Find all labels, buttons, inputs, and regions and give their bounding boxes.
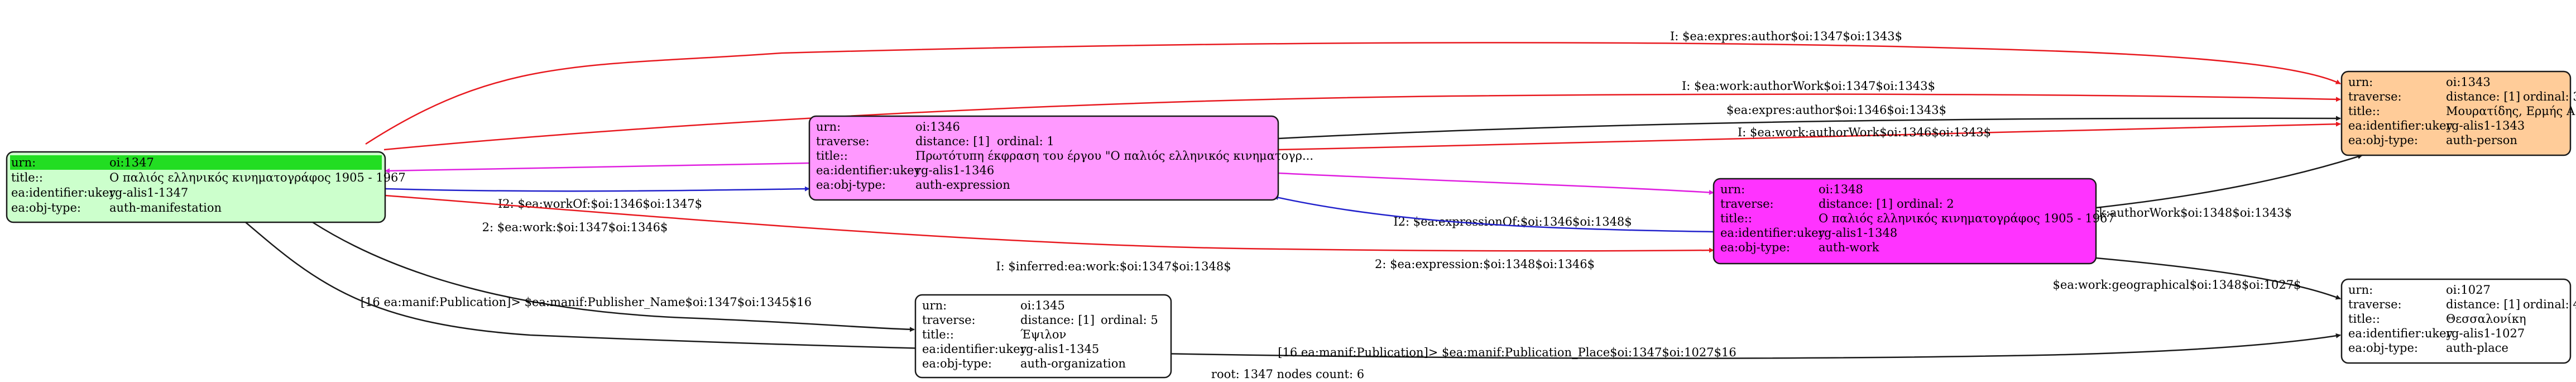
node-row-value: rg-alis1-1345 <box>1020 342 1099 356</box>
edge-label: I: $ea:expres:author$oi:1347$oi:1343$ <box>1670 30 1902 43</box>
node-row-value: distance: [1] <box>2446 298 2520 311</box>
edge-work-authorwork-1348-1343[interactable] <box>2095 154 2363 209</box>
node-row-key: ea:obj-type: <box>922 357 992 370</box>
node-row-value: oi:1347 <box>109 156 154 169</box>
edge-expres-author-1346-1343[interactable] <box>1278 116 2341 140</box>
node-oi-1346[interactable]: urn: oi:1346 traverse: distance: [1] ord… <box>808 115 1313 201</box>
node-row-key: title:: <box>1720 212 1752 225</box>
node-row-value: Έψιλον <box>1020 328 1066 341</box>
node-oi-1347[interactable]: urn: oi:1347 title:: Ο παλιός ελληνικός … <box>6 151 406 223</box>
edge-label: [16 ea:manif:Publication]> $ea:manif:Pub… <box>361 295 812 309</box>
node-row-key: title:: <box>816 149 848 163</box>
edge-label: $ea:work:geographical$oi:1348$oi:1027$ <box>2053 278 2301 292</box>
node-oi-1343[interactable]: urn: oi:1343 traverse: distance: [1] ord… <box>2340 70 2576 156</box>
node-row-key: urn: <box>2348 75 2373 89</box>
node-row-extra: ordinal: 4 <box>2523 298 2576 311</box>
edge-expressionof-1346-1348[interactable] <box>1278 172 1714 195</box>
node-row-value: distance: [1] <box>1819 197 1893 211</box>
node-row-value: Θεσσαλονίκη <box>2446 312 2526 326</box>
node-row-value: oi:1027 <box>2446 283 2491 297</box>
node-row-extra: ordinal: 5 <box>1101 313 1158 327</box>
edge-work-geographical-1348-1027[interactable] <box>2095 257 2341 300</box>
node-row-value: oi:1345 <box>1020 299 1065 312</box>
edge-label: I2: $ea:workOf:$oi:1346$oi:1347$ <box>498 197 702 211</box>
edge-label: I: $ea:work:authorWork$oi:1347$oi:1343$ <box>1682 79 1935 93</box>
graph-footer: root: 1347 nodes count: 6 <box>1211 367 1364 381</box>
node-row-key: ea:identifier:ukey <box>922 342 1027 356</box>
node-row-value: oi:1343 <box>2446 75 2491 89</box>
node-row-value: auth-place <box>2446 341 2508 355</box>
node-row-key: title:: <box>922 328 954 341</box>
node-row-value: rg-alis1-1343 <box>2446 119 2525 132</box>
node-row-key: title:: <box>2348 104 2380 118</box>
node-row-key: urn: <box>2348 283 2373 297</box>
node-row-key: ea:identifier:ukey <box>2348 327 2453 340</box>
node-row-value: Μουρατίδης, Ερμής Α. <box>2446 104 2576 118</box>
edge-label: I2: $ea:expressionOf:$oi:1346$oi:1348$ <box>1393 215 1632 228</box>
node-row-key: ea:obj-type: <box>1720 241 1790 254</box>
node-row-key: traverse: <box>922 313 976 327</box>
edge-workof-1346-1347[interactable] <box>385 162 810 174</box>
node-oi-1348[interactable]: urn: oi:1348 traverse: distance: [1] ord… <box>1712 178 2115 265</box>
node-row-value: distance: [1] <box>915 135 990 148</box>
edge-label: 2: $ea:work:$oi:1347$oi:1346$ <box>482 221 668 234</box>
node-row-key: ea:identifier:ukey <box>816 164 921 177</box>
node-row-value: Ο παλιός ελληνικός κινηματογράφος 1905 -… <box>109 171 406 184</box>
edge-label: [16 ea:manif:Publication]> $ea:manif:Pub… <box>1278 346 1736 359</box>
edge-expres-author-1347-1343[interactable] <box>365 42 2341 145</box>
node-oi-1345[interactable]: urn: oi:1345 traverse: distance: [1] ord… <box>914 294 1172 379</box>
node-row-value: auth-work <box>1819 241 1879 254</box>
node-row-value: rg-alis1-1027 <box>2446 327 2525 340</box>
node-row-value: rg-alis1-1346 <box>915 164 994 177</box>
node-row-value: oi:1348 <box>1819 183 1863 196</box>
node-row-key: urn: <box>1720 183 1745 196</box>
edge-publisher-name-1347-1345[interactable] <box>312 221 915 332</box>
node-row-key: traverse: <box>816 135 870 148</box>
node-row-key: title:: <box>11 171 43 184</box>
node-row-key: ea:obj-type: <box>2348 133 2418 147</box>
edge-label: $ea:expres:author$oi:1346$oi:1343$ <box>1726 103 1946 117</box>
node-row-key: urn: <box>922 299 947 312</box>
edge-work-authorwork-1346-1343[interactable] <box>1278 121 2341 151</box>
node-row-extra: ordinal: 3 <box>2523 90 2576 103</box>
edge-label: I: $inferred:ea:work:$oi:1347$oi:1348$ <box>996 260 1231 273</box>
node-oi-1027[interactable]: urn: oi:1027 traverse: distance: [1] ord… <box>2340 278 2576 364</box>
node-row-extra: ordinal: 1 <box>997 135 1054 148</box>
edge-work-authorwork-1347-1343[interactable] <box>383 93 2341 151</box>
node-row-key: ea:obj-type: <box>2348 341 2418 355</box>
edge-label: 2: $ea:expression:$oi:1348$oi:1346$ <box>1375 257 1595 271</box>
node-row-value: auth-manifestation <box>109 201 222 214</box>
node-row-key: ea:obj-type: <box>11 201 81 214</box>
node-row-key: urn: <box>816 120 841 133</box>
node-row-extra: ordinal: 2 <box>1897 197 1954 211</box>
node-row-value: rg-alis1-1348 <box>1819 226 1897 240</box>
node-row-value: rg-alis1-1347 <box>109 186 188 199</box>
node-row-value: distance: [1] <box>2446 90 2520 103</box>
node-row-value: oi:1346 <box>915 120 960 133</box>
node-row-key: ea:identifier:ukey <box>1720 226 1825 240</box>
node-row-key: urn: <box>11 156 36 169</box>
node-row-key: ea:identifier:ukey <box>11 186 116 199</box>
node-row-value: auth-expression <box>915 178 1010 192</box>
node-row-value: Ο παλιός ελληνικός κινηματογράφος 1905 -… <box>1819 212 2115 225</box>
node-row-key: traverse: <box>2348 298 2402 311</box>
node-row-key: ea:obj-type: <box>816 178 886 192</box>
node-row-key: traverse: <box>1720 197 1774 211</box>
edge-inferred-work-1347-1348[interactable] <box>385 194 1714 253</box>
node-row-value: auth-organization <box>1020 357 1126 370</box>
node-row-key: traverse: <box>2348 90 2402 103</box>
node-row-value: distance: [1] <box>1020 313 1095 327</box>
node-row-value: auth-person <box>2446 133 2517 147</box>
node-row-value: Πρωτότυπη έκφραση του έργου "Ο παλιός ελ… <box>915 149 1313 163</box>
edge-publication-place-1347-1027[interactable] <box>245 222 2341 359</box>
edge-expression-1348-1346[interactable] <box>1273 195 1714 233</box>
edges: I: $ea:expres:author$oi:1347$oi:1343$ I:… <box>245 30 2363 359</box>
node-row-key: title:: <box>2348 312 2380 326</box>
edge-work-1347-1346[interactable] <box>385 186 810 192</box>
node-row-key: ea:identifier:ukey <box>2348 119 2453 132</box>
edge-label: I: $ea:work:authorWork$oi:1346$oi:1343$ <box>1738 126 1991 139</box>
